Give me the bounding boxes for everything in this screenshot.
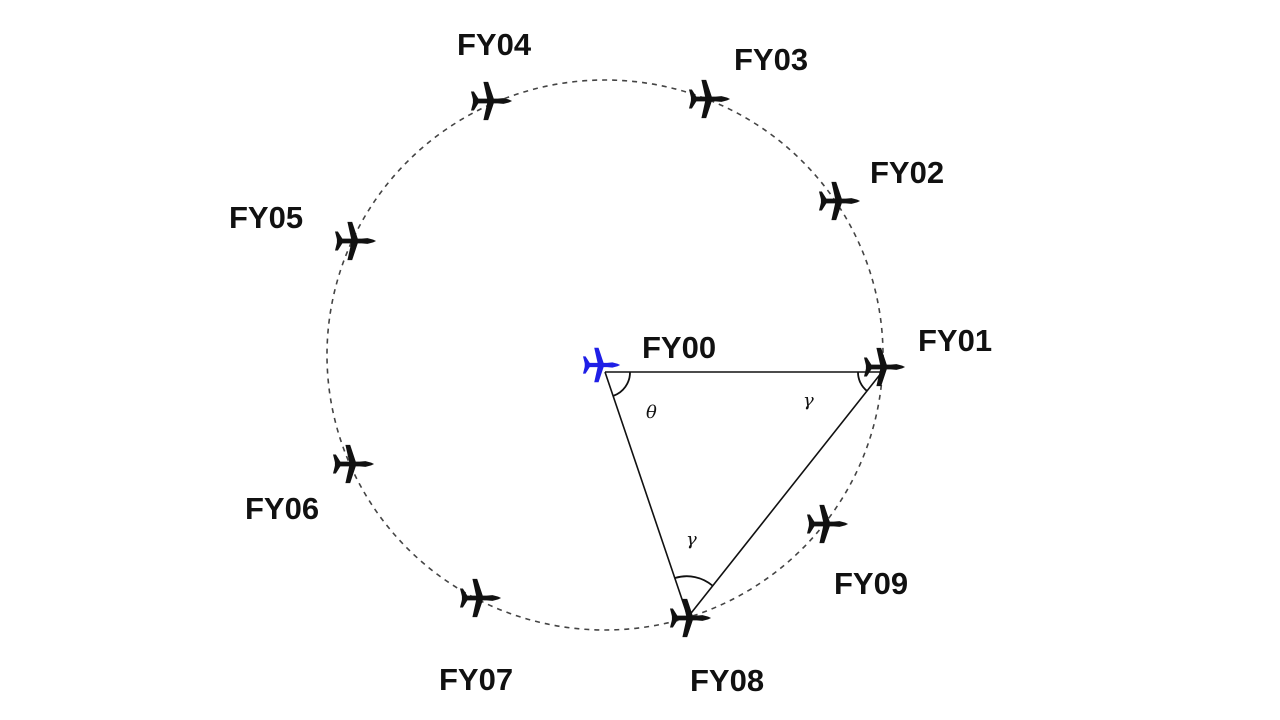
angle-arc-theta [612, 371, 631, 397]
aircraft-fy09-label: FY09 [834, 566, 908, 601]
aircraft-fy02: FY02 [819, 155, 944, 221]
aircraft-fy09: FY09 [807, 504, 908, 601]
aircraft-fy09-icon [807, 504, 849, 544]
aircraft-fy01-label: FY01 [918, 323, 992, 358]
aircraft-fy07: FY07 [439, 578, 513, 697]
aircraft-fy00: FY00 [583, 330, 716, 383]
aircraft-fy08-label: FY08 [690, 663, 764, 698]
aircraft-fy05: FY05 [229, 200, 377, 261]
aircraft-fy06-label: FY06 [245, 491, 319, 526]
aircraft-fy06-icon [333, 444, 375, 484]
aircraft-fy05-label: FY05 [229, 200, 303, 235]
aircraft-fy01: FY01 [864, 323, 992, 387]
aircraft-fy04: FY04 [457, 27, 532, 121]
angle-label-gamma-fy01: γ [803, 390, 814, 411]
aircraft-fy04-label: FY04 [457, 27, 532, 62]
aircraft-fy03-label: FY03 [734, 42, 808, 77]
aircraft-fy08: FY08 [670, 598, 764, 698]
edge-fy08-fy00 [604, 371, 689, 618]
angle-arc-gamma-fy08 [674, 575, 714, 587]
angle-label-theta: θ [646, 402, 657, 423]
aircraft-fy02-label: FY02 [870, 155, 944, 190]
aircraft-fy01-icon [864, 347, 906, 387]
aircraft-fy06: FY06 [245, 444, 375, 526]
aircraft-fy07-icon [460, 578, 502, 618]
aircraft-fy00-icon [583, 347, 621, 383]
aircraft-fy05-icon [335, 221, 377, 261]
aircraft-fy08-icon [670, 598, 712, 638]
triangle [604, 371, 883, 618]
aircraft-fy03-icon [689, 79, 731, 119]
formation-circle [326, 79, 884, 631]
aircraft-fy04-icon [471, 81, 513, 121]
edge-fy01-fy08 [687, 371, 883, 618]
aircraft-fy02-icon [819, 181, 861, 221]
aircraft-fy00-label: FY00 [642, 330, 716, 365]
angle-arc-gamma-fy01 [857, 371, 868, 392]
aircraft-fy07-label: FY07 [439, 662, 513, 697]
angle-label-gamma-fy08: γ [686, 529, 697, 550]
aircraft-fy03: FY03 [689, 42, 808, 119]
